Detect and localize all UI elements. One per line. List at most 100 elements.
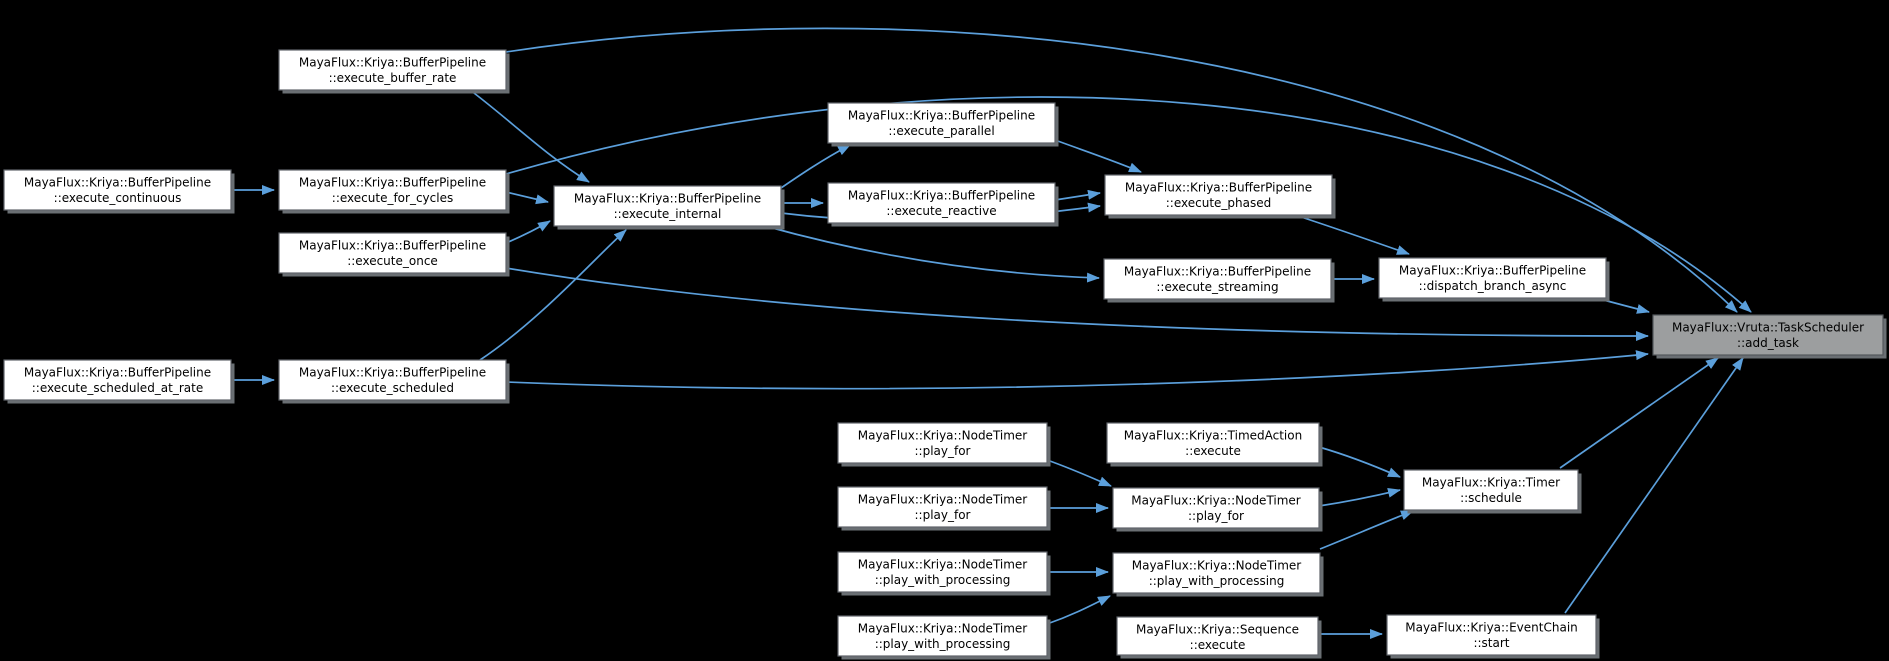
node-label-line2: ::execute_internal xyxy=(614,207,722,221)
node-label-line1: MayaFlux::Vruta::TaskScheduler xyxy=(1672,321,1864,335)
node-label-line1: MayaFlux::Kriya::NodeTimer xyxy=(1132,559,1302,573)
node-timedaction-execute[interactable]: MayaFlux::Kriya::TimedAction::execute xyxy=(1106,422,1323,467)
edge-execute-scheduled-to-add-task xyxy=(505,350,1649,390)
edge-execute-for-cycles-to-execute-internal xyxy=(505,191,549,205)
node-label-line2: ::play_for xyxy=(915,508,971,522)
node-label-line1: MayaFlux::Kriya::TimedAction xyxy=(1124,429,1302,443)
node-label-line2: ::play_for xyxy=(1188,509,1244,523)
node-box xyxy=(827,102,1056,144)
edge-nodetimer-play-for-1-to-nodetimer-play-for-mid xyxy=(1046,459,1112,487)
node-label-line1: MayaFlux::Kriya::BufferPipeline xyxy=(24,176,211,190)
node-execute-scheduled[interactable]: MayaFlux::Kriya::BufferPipeline::execute… xyxy=(278,359,510,404)
node-label-line2: ::execute_once xyxy=(347,254,438,268)
node-box xyxy=(3,359,232,401)
node-label-line1: MayaFlux::Kriya::NodeTimer xyxy=(858,622,1028,636)
node-add-task: MayaFlux::Vruta::TaskScheduler::add_task xyxy=(1652,314,1887,359)
node-nodetimer-play-with-processing-mid[interactable]: MayaFlux::Kriya::NodeTimer::play_with_pr… xyxy=(1112,552,1324,597)
node-execute-buffer-rate[interactable]: MayaFlux::Kriya::BufferPipeline::execute… xyxy=(278,49,510,94)
node-box xyxy=(1652,314,1884,356)
edge-nodetimer-play-with-processing-2-to-nodetimer-play-with-processing-mid xyxy=(1046,595,1111,625)
node-label-line1: MayaFlux::Kriya::BufferPipeline xyxy=(24,366,211,380)
node-box xyxy=(278,359,507,401)
node-label-line2: ::execute_continuous xyxy=(54,191,182,205)
node-label-line2: ::execute xyxy=(1190,638,1246,652)
node-nodetimer-play-for-1[interactable]: MayaFlux::Kriya::NodeTimer::play_for xyxy=(837,422,1051,467)
node-label-line2: ::execute_buffer_rate xyxy=(329,71,457,85)
node-label-line1: MayaFlux::Kriya::BufferPipeline xyxy=(848,189,1035,203)
node-label-line2: ::play_with_processing xyxy=(1149,574,1285,588)
node-sequence-execute[interactable]: MayaFlux::Kriya::Sequence::execute xyxy=(1116,616,1322,659)
node-nodetimer-play-with-processing-1[interactable]: MayaFlux::Kriya::NodeTimer::play_with_pr… xyxy=(837,551,1051,596)
node-dispatch-branch-async[interactable]: MayaFlux::Kriya::BufferPipeline::dispatc… xyxy=(1378,257,1610,302)
edge-execute-buffer-rate-to-execute-internal xyxy=(469,89,590,183)
node-eventchain-start[interactable]: MayaFlux::Kriya::EventChain::start xyxy=(1386,614,1600,659)
node-box xyxy=(1378,257,1607,299)
edge-nodetimer-play-with-processing-mid-to-timer-schedule xyxy=(1319,510,1414,550)
node-nodetimer-play-for-2[interactable]: MayaFlux::Kriya::NodeTimer::play_for xyxy=(837,486,1051,531)
node-box xyxy=(837,422,1048,464)
node-box xyxy=(553,185,782,227)
node-box xyxy=(278,232,507,274)
edge-execute-phased-to-dispatch-branch-async xyxy=(1294,214,1410,255)
node-box xyxy=(1116,616,1319,656)
node-timer-schedule[interactable]: MayaFlux::Kriya::Timer::schedule xyxy=(1403,469,1582,514)
node-label-line2: ::add_task xyxy=(1737,336,1799,350)
node-label-line1: MayaFlux::Kriya::Sequence xyxy=(1136,623,1299,637)
node-label-line1: MayaFlux::Kriya::BufferPipeline xyxy=(299,56,486,70)
node-execute-reactive[interactable]: MayaFlux::Kriya::BufferPipeline::execute… xyxy=(827,182,1059,227)
edge-timer-schedule-to-add-task xyxy=(1559,357,1719,469)
node-label-line1: MayaFlux::Kriya::Timer xyxy=(1422,476,1560,490)
node-box xyxy=(1103,258,1332,300)
node-box xyxy=(1112,552,1321,594)
node-box xyxy=(837,486,1048,528)
edge-execute-internal-to-execute-streaming xyxy=(764,225,1100,283)
node-nodetimer-play-for-mid[interactable]: MayaFlux::Kriya::NodeTimer::play_for xyxy=(1112,487,1323,532)
node-label-line2: ::execute_parallel xyxy=(888,124,994,138)
node-label-line2: ::execute xyxy=(1185,444,1241,458)
node-box xyxy=(1104,174,1333,216)
node-execute-scheduled-at-rate[interactable]: MayaFlux::Kriya::BufferPipeline::execute… xyxy=(3,359,235,404)
node-execute-phased[interactable]: MayaFlux::Kriya::BufferPipeline::execute… xyxy=(1104,174,1336,219)
edge-execute-parallel-to-execute-phased xyxy=(1054,139,1142,173)
node-box xyxy=(278,49,507,91)
edge-execute-reactive-to-execute-phased xyxy=(1054,189,1101,201)
node-execute-parallel[interactable]: MayaFlux::Kriya::BufferPipeline::execute… xyxy=(827,102,1059,147)
node-execute-once[interactable]: MayaFlux::Kriya::BufferPipeline::execute… xyxy=(278,232,510,277)
node-label-line1: MayaFlux::Kriya::BufferPipeline xyxy=(1399,264,1586,278)
node-label-line2: ::schedule xyxy=(1460,491,1522,505)
node-box xyxy=(1106,422,1320,464)
edge-execute-once-to-execute-internal xyxy=(505,220,551,244)
edge-timedaction-execute-to-timer-schedule xyxy=(1318,446,1401,478)
node-nodetimer-play-with-processing-2[interactable]: MayaFlux::Kriya::NodeTimer::play_with_pr… xyxy=(837,615,1051,660)
node-label-line2: ::start xyxy=(1473,636,1509,650)
node-box xyxy=(3,169,232,211)
edge-execute-once-to-add-task xyxy=(505,267,1649,341)
node-box xyxy=(837,615,1048,657)
node-box xyxy=(827,182,1056,224)
edge-eventchain-start-to-add-task xyxy=(1564,357,1744,614)
node-label-line1: MayaFlux::Kriya::BufferPipeline xyxy=(299,176,486,190)
node-label-line2: ::execute_scheduled xyxy=(331,381,454,395)
node-label-line2: ::play_with_processing xyxy=(875,573,1011,587)
edges-layer xyxy=(231,27,1752,639)
node-box xyxy=(837,551,1048,593)
node-label-line1: MayaFlux::Kriya::EventChain xyxy=(1405,621,1578,635)
node-label-line1: MayaFlux::Kriya::BufferPipeline xyxy=(574,192,761,206)
node-box xyxy=(1403,469,1579,511)
node-execute-for-cycles[interactable]: MayaFlux::Kriya::BufferPipeline::execute… xyxy=(278,169,510,214)
edge-nodetimer-play-for-mid-to-timer-schedule xyxy=(1318,487,1401,507)
node-box xyxy=(278,169,507,211)
node-label-line1: MayaFlux::Kriya::NodeTimer xyxy=(858,493,1028,507)
node-label-line2: ::execute_phased xyxy=(1166,196,1272,210)
node-execute-internal[interactable]: MayaFlux::Kriya::BufferPipeline::execute… xyxy=(553,185,785,230)
node-label-line2: ::execute_for_cycles xyxy=(332,191,453,205)
node-label-line1: MayaFlux::Kriya::NodeTimer xyxy=(1131,494,1301,508)
node-label-line1: MayaFlux::Kriya::BufferPipeline xyxy=(1124,265,1311,279)
node-label-line2: ::execute_streaming xyxy=(1156,280,1278,294)
node-execute-continuous[interactable]: MayaFlux::Kriya::BufferPipeline::execute… xyxy=(3,169,235,214)
node-label-line1: MayaFlux::Kriya::NodeTimer xyxy=(858,558,1028,572)
node-execute-streaming[interactable]: MayaFlux::Kriya::BufferPipeline::execute… xyxy=(1103,258,1335,303)
edge-execute-internal-to-execute-parallel xyxy=(780,144,851,189)
edge-execute-for-cycles-to-add-task xyxy=(505,96,1752,313)
